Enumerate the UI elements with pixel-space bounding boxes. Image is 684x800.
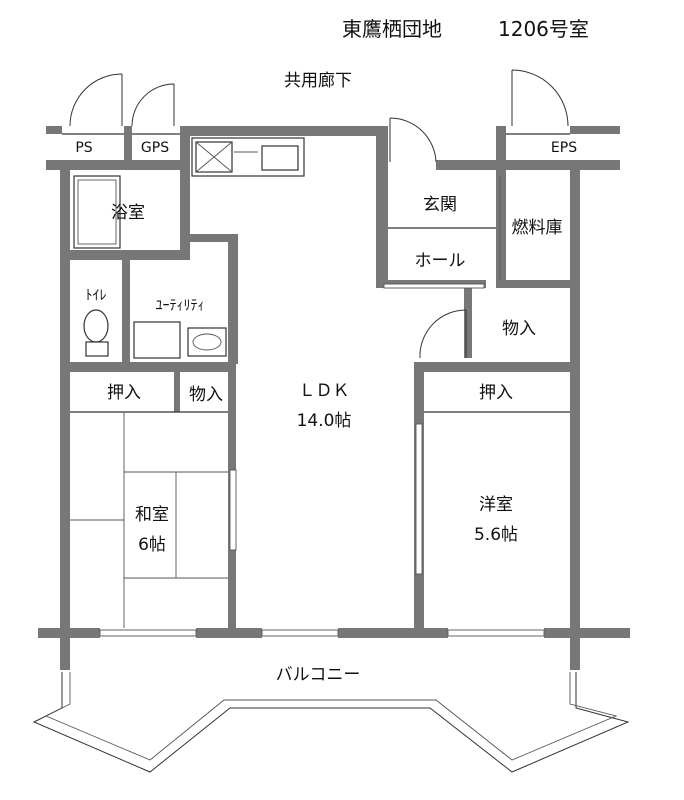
washitsu-name: 和室 — [135, 505, 169, 525]
building-name: 東鷹栖団地 — [342, 17, 442, 41]
washitsu-size: 6帖 — [138, 535, 166, 555]
eps-label: EPS — [551, 140, 577, 156]
balcony-outline — [32, 672, 630, 773]
fuel-storage-label: 燃料庫 — [512, 218, 563, 238]
youshitsu-name: 洋室 — [479, 495, 513, 515]
doors — [69, 69, 569, 359]
utility-label: ﾕｰﾃｨﾘﾃｨ — [156, 298, 205, 314]
toilet-label: ﾄｲﾚ — [86, 288, 107, 304]
unit-number: 1206号室 — [498, 17, 589, 41]
gps-label: GPS — [141, 140, 169, 156]
hall-label: ホール — [415, 251, 466, 271]
youshitsu-size: 5.6帖 — [474, 525, 518, 545]
ldk-size: 14.0帖 — [297, 411, 352, 431]
entrance-label: 玄関 — [423, 195, 457, 215]
corridor-label: 共用廊下 — [284, 71, 352, 91]
closet-right-label: 押入 — [479, 383, 513, 403]
storage-right-label: 物入 — [502, 319, 536, 339]
ldk-name: ＬＤＫ — [299, 381, 350, 401]
storage-center-label: 物入 — [189, 385, 223, 405]
balcony-inner-outline — [44, 672, 618, 761]
windows — [99, 283, 545, 637]
interior-lines — [62, 133, 570, 628]
ps-label: PS — [75, 140, 92, 156]
balcony-label: バルコニー — [276, 665, 361, 685]
bath-label: 浴室 — [111, 203, 145, 223]
closet-left-label: 押入 — [107, 383, 141, 403]
